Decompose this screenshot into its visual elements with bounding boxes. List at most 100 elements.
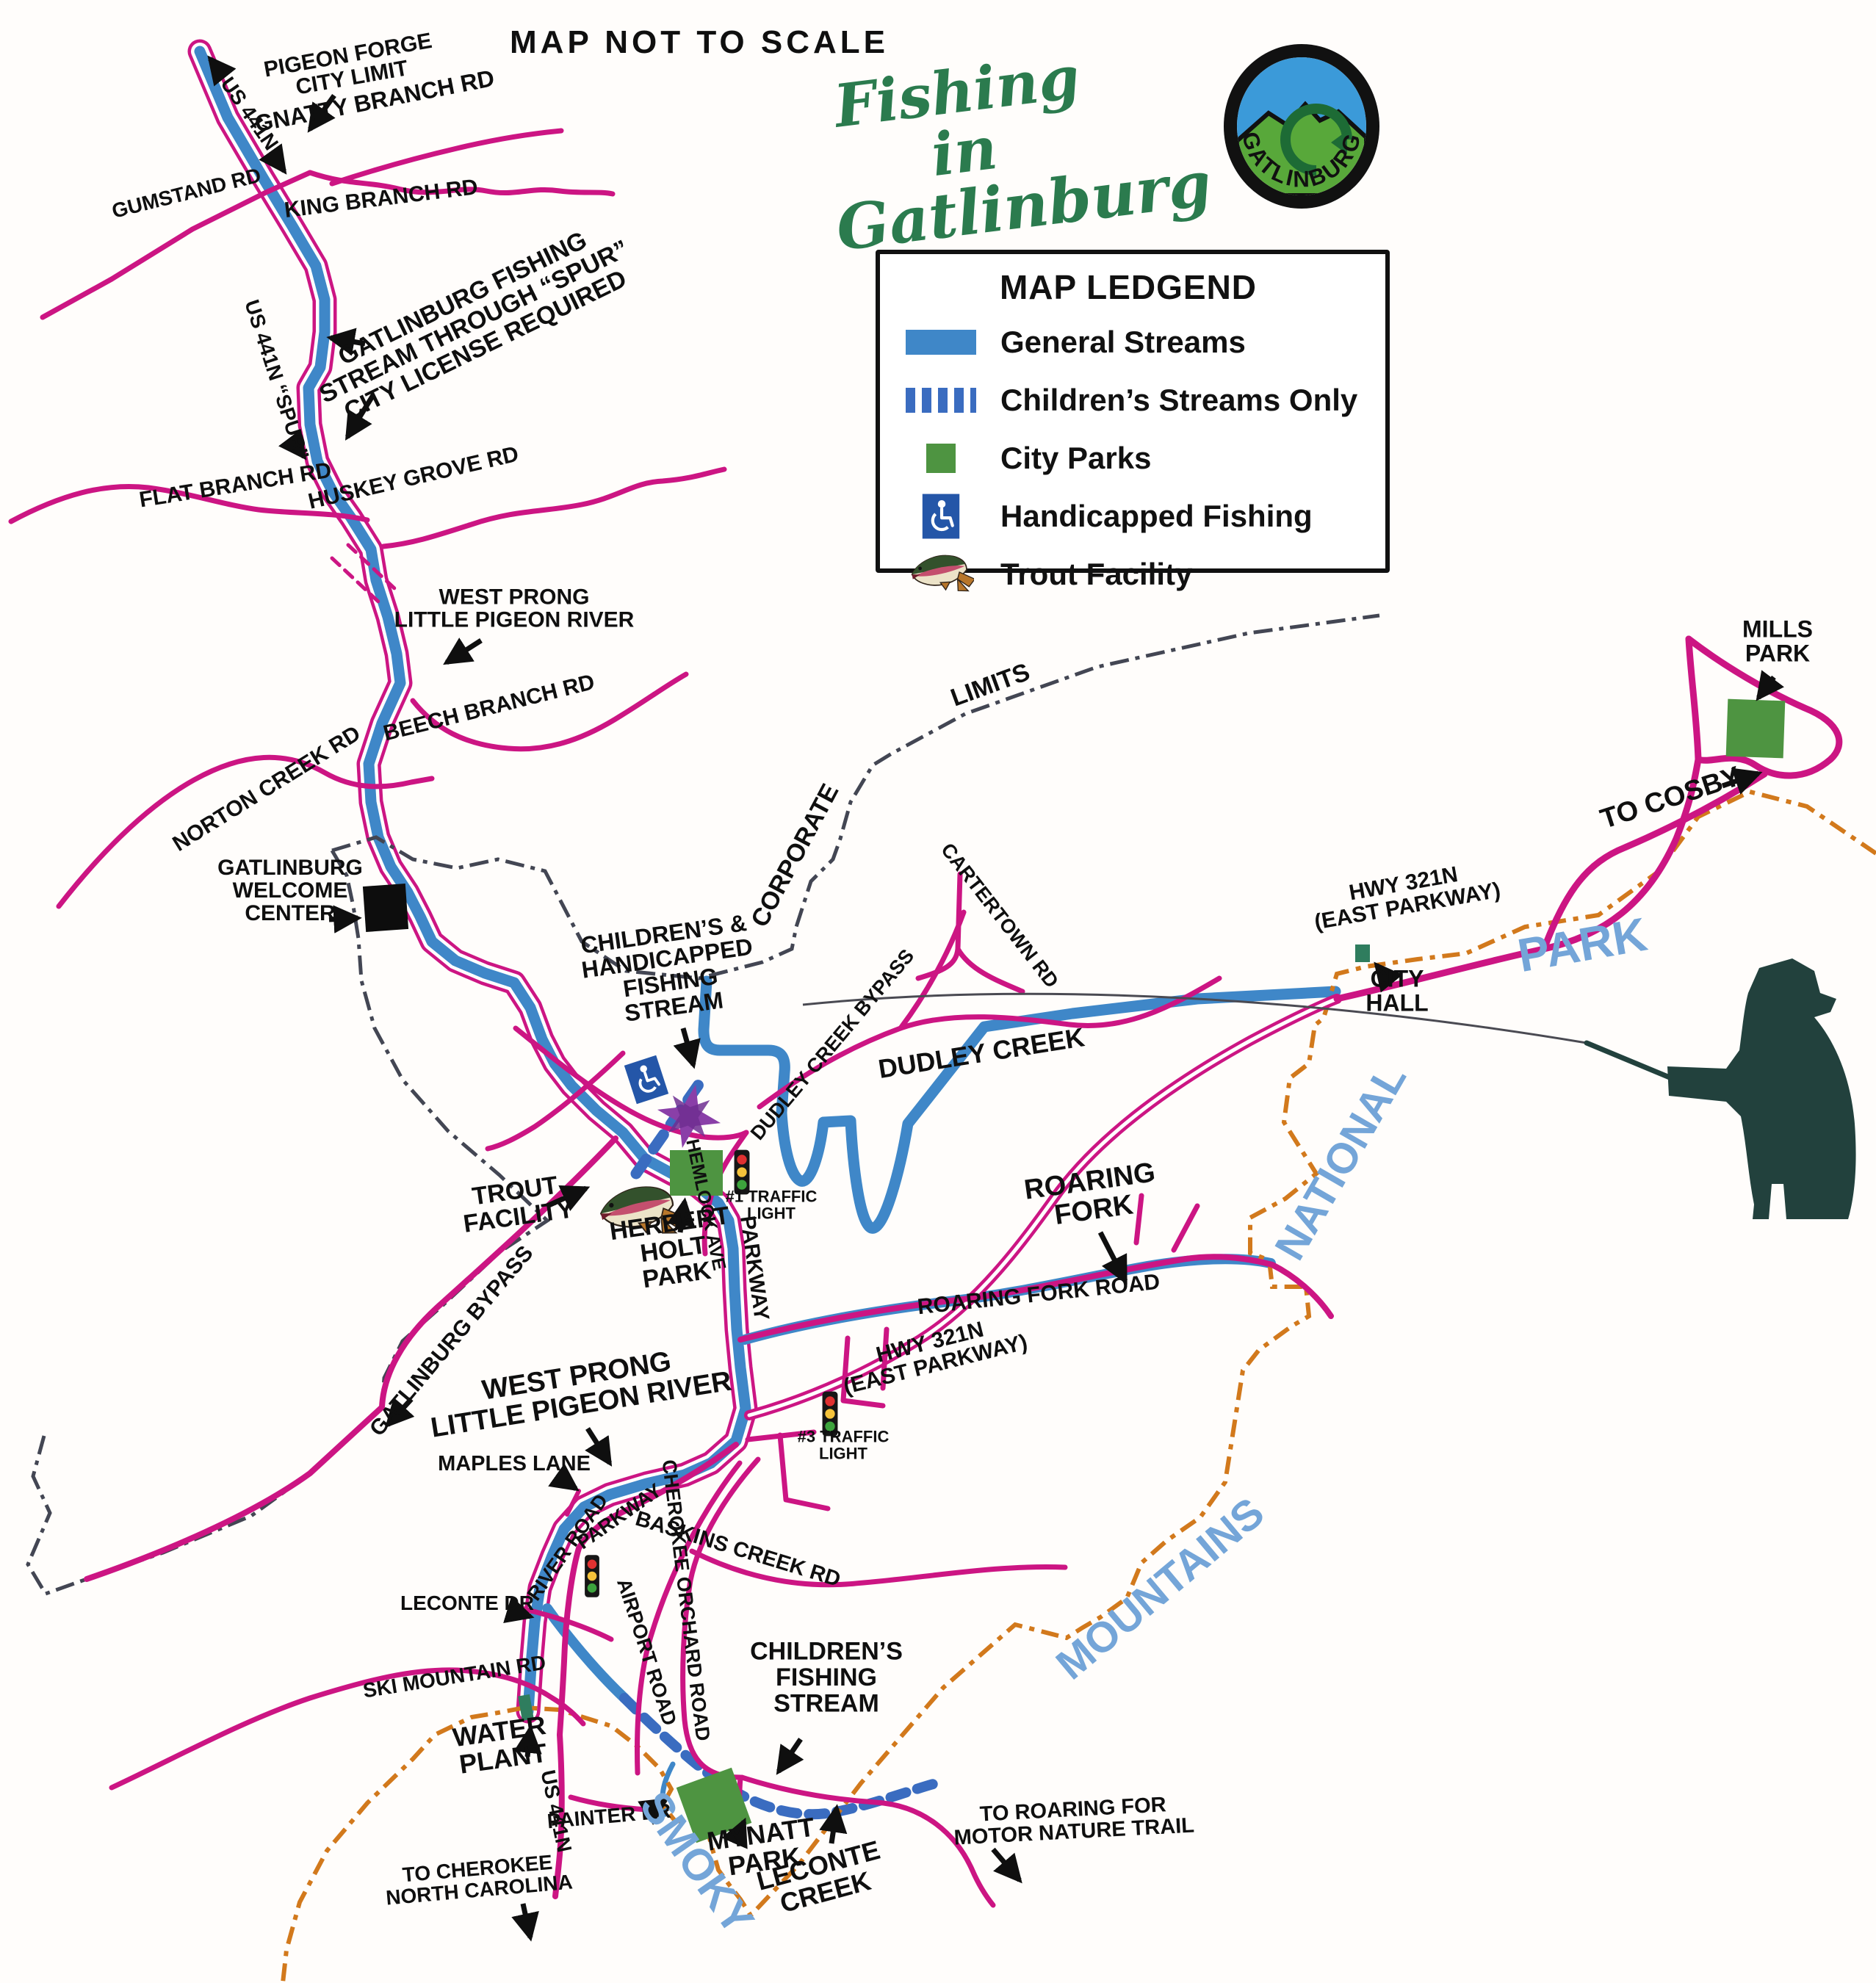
city-parks-swatch	[901, 444, 981, 473]
label-trout-facility: TROUTFACILITY	[458, 1169, 576, 1238]
legend-label-handicapped-fishing: Handicapped Fishing	[1000, 499, 1313, 533]
traffic-light-river-road-icon	[585, 1555, 599, 1597]
legend-row-childrens-streams: Children’s Streams Only	[901, 378, 1385, 423]
arrow-to-cosby	[1721, 767, 1763, 795]
label-beech-branch-rd: BEECH BRANCH RD	[381, 670, 597, 745]
spur-interchange-road-1	[513, 1025, 749, 1141]
map-title: Fishing in Gatlinburg	[818, 43, 1215, 265]
label-park-blue: PARK	[1514, 908, 1650, 983]
mills-park-road-north	[1685, 635, 1702, 763]
corporate-limits-line-west	[26, 849, 550, 1597]
mynatt-road	[739, 1774, 996, 1908]
baskins-creek-rd-road	[689, 1548, 1068, 1588]
ski-mountain-rd-road	[109, 1667, 586, 1791]
arrow-herbert-holt	[667, 1197, 696, 1233]
herbert-holt-park-square	[670, 1150, 723, 1196]
spur-interchange-road-2	[485, 1050, 626, 1152]
fisherman-silhouette	[1667, 958, 1856, 1219]
maples-lane-road	[565, 1489, 581, 1517]
label-cartertown-rd: CARTERTOWN RD	[937, 839, 1063, 992]
legend-row-city-parks: City Parks	[901, 436, 1385, 481]
legend-label-childrens-streams: Children’s Streams Only	[1000, 383, 1358, 417]
label-airport-road: AIRPORT ROAD	[613, 1575, 681, 1728]
welcome-center-square	[362, 884, 409, 932]
mills-park-square	[1725, 698, 1786, 759]
arrow-roaring-fork	[1097, 1231, 1128, 1285]
arrow-trout-facility	[546, 1185, 591, 1212]
label-leconte-dr: LECONTE DR	[400, 1592, 534, 1614]
bridge-dash-1	[330, 556, 381, 604]
king-branch-rd-road	[307, 170, 616, 197]
legend-title: MAP LEDGEND	[999, 268, 1258, 306]
to-cosby-road	[1333, 756, 1702, 1003]
west-prong-little-pigeon-river	[194, 46, 751, 1717]
label-norton-creek-rd: NORTON CREEK RD	[168, 721, 364, 856]
dudley-creek-road	[757, 975, 1222, 1110]
arrow-us441-spur	[278, 429, 307, 460]
cartertown-rd-road	[915, 871, 1025, 994]
label-map-not-to-scale: MAP NOT TO SCALE	[510, 24, 889, 60]
gatlinburg-bypass-road	[84, 1135, 618, 1582]
arrow-west-prong-upper	[443, 637, 483, 665]
trout-facility-icon-legend	[901, 550, 981, 599]
cherokee-orchard-road-road	[680, 1456, 761, 1837]
arrow-painter-dr	[638, 1797, 669, 1825]
arrow-leconte-dr	[503, 1596, 535, 1624]
label-childrens-handicapped-stream: CHILDREN’S &HANDICAPPEDFISHINGSTREAM	[577, 909, 761, 1032]
label-corporate: CORPORATE	[746, 779, 844, 931]
gumstand-rd-road	[40, 170, 313, 320]
hwy-321n-road	[744, 994, 1342, 1420]
legend-label-trout-facility: Trout Facility	[1000, 557, 1193, 591]
corporate-limits-line-east	[331, 613, 1380, 980]
downtown-street-3	[840, 1335, 886, 1409]
fishing-line	[802, 992, 1587, 1044]
leconte-creek-solid	[542, 1603, 629, 1703]
boundaries	[26, 613, 1876, 1983]
map-legend: MAP LEDGEND General Streams Children’s S…	[876, 250, 1390, 599]
arrow-mills-park	[1756, 670, 1785, 701]
roads	[8, 128, 1843, 1908]
label-baskins-creek-rd: BASKINS CREEK RD	[632, 1507, 843, 1592]
label-to-cherokee-north-carolina: TO CHEROKEENORTH CAROLINA	[383, 1849, 573, 1909]
label-dudley-creek-bypass: DUDLEY CREEK BYPASS	[746, 945, 918, 1144]
handicapped-fishing-icon	[622, 1053, 671, 1106]
airport-road-road	[635, 1460, 743, 1776]
arrow-us441-top-a	[207, 55, 237, 87]
legend-row-handicapped-fishing: Handicapped Fishing	[901, 494, 1385, 539]
hwy-321n-road-center	[747, 997, 1339, 1417]
label-roaring-fork-road: ROARING FORK ROAD	[916, 1270, 1161, 1319]
downtown-street-2	[777, 1432, 831, 1511]
roaring-stub-2	[1171, 1203, 1200, 1253]
city-hall-square	[1355, 944, 1370, 962]
arrow-maples-lane	[548, 1463, 580, 1492]
national-park-boundary	[281, 789, 1876, 1983]
arrow-childrens-fishing	[776, 1738, 804, 1775]
arrow-us441-top-b	[259, 143, 287, 175]
legend-label-city-parks: City Parks	[1000, 441, 1152, 475]
gnatty-branch-rd-road	[329, 128, 564, 187]
norton-creek-rd-road	[56, 754, 435, 909]
parkway-south-road	[557, 1442, 739, 1738]
label-maples-lane: MAPLES LANE	[438, 1452, 591, 1475]
fisherman-group	[802, 958, 1856, 1219]
arrow-leconte-creek	[819, 1804, 848, 1844]
cosby-connector-road	[1540, 770, 1768, 953]
arrow-to-roaring	[991, 1847, 1022, 1884]
beech-branch-rd-road	[410, 671, 689, 752]
roaring-stub-1	[1133, 1193, 1144, 1246]
flat-branch-rd-road	[8, 483, 370, 524]
childrens-fishing-stream-dashed	[619, 1693, 941, 1820]
label-west-prong-lower: WEST PRONGLITTLE PIGEON RIVER	[424, 1337, 733, 1444]
label-limits: LIMITS	[947, 658, 1033, 712]
mills-park-loop-road	[1685, 635, 1843, 779]
legend-row-trout-facility: Trout Facility	[901, 550, 1385, 599]
arrow-welcome-center	[328, 905, 362, 933]
